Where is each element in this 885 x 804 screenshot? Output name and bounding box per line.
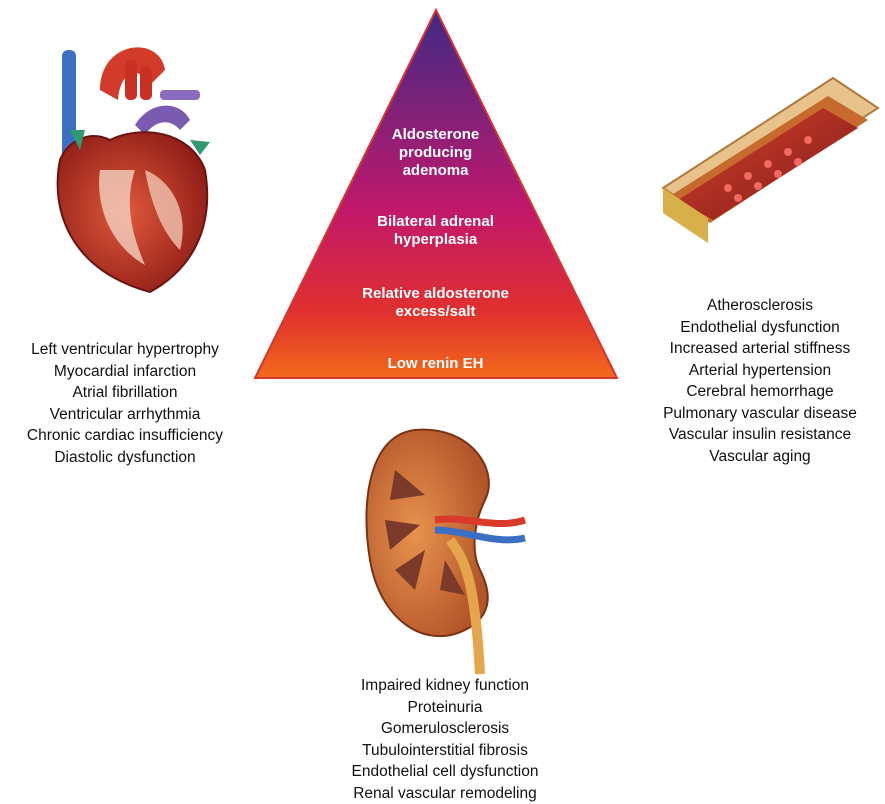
kidney-illustration [355,420,535,675]
list-item: Impaired kidney function [325,675,565,697]
list-item: Diastolic dysfunction [5,447,245,469]
list-item: Vascular insulin resistance [640,424,880,446]
list-item: Endothelial dysfunction [640,317,880,339]
list-item: Chronic cardiac insufficiency [5,425,245,447]
list-item: Myocardial infarction [5,361,245,383]
list-item: Endothelial cell dysfunction [325,761,565,783]
list-item: Renal vascular remodeling [325,783,565,804]
vascular-conditions-list: Atherosclerosis Endothelial dysfunction … [640,295,880,467]
list-item: Atherosclerosis [640,295,880,317]
blood-vessel-illustration [658,68,883,248]
kidney-conditions-list: Impaired kidney function Proteinuria Gom… [325,675,565,804]
list-item: Left ventricular hypertrophy [5,339,245,361]
list-item: Atrial fibrillation [5,382,245,404]
heart-conditions-list: Left ventricular hypertrophy Myocardial … [5,339,245,468]
list-item: Vascular aging [640,446,880,468]
list-item: Tubulointerstitial fibrosis [325,740,565,762]
list-item: Pulmonary vascular disease [640,403,880,425]
list-item: Increased arterial stiffness [640,338,880,360]
pyramid-triangle [255,10,617,378]
list-item: Proteinuria [325,697,565,719]
list-item: Ventricular arrhythmia [5,404,245,426]
heart-illustration [40,30,220,320]
list-item: Gomerulosclerosis [325,718,565,740]
list-item: Cerebral hemorrhage [640,381,880,403]
list-item: Arterial hypertension [640,360,880,382]
